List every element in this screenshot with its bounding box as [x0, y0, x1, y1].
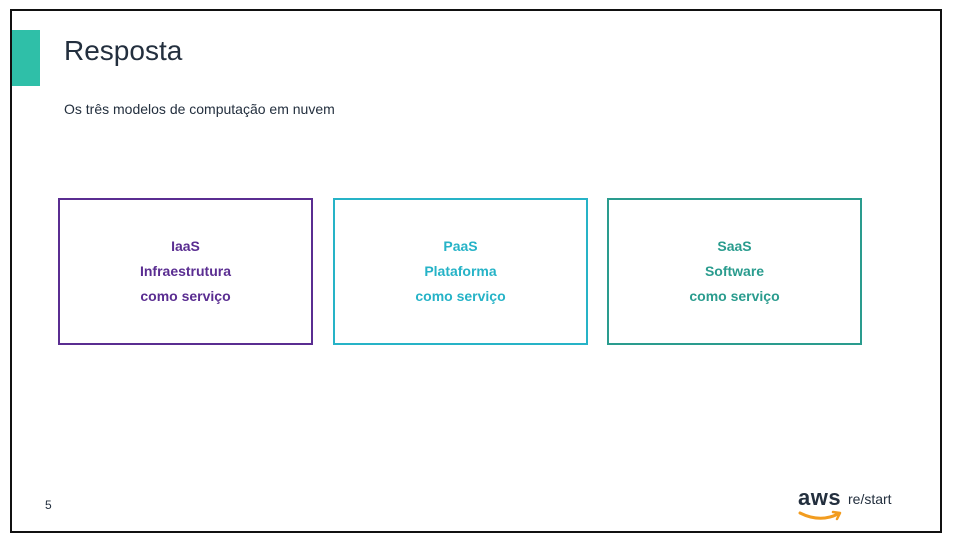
card-paas-name: Plataforma [424, 263, 497, 279]
card-iaas: IaaS Infraestrutura como serviço [58, 198, 313, 345]
card-iaas-suffix: como serviço [140, 288, 231, 304]
aws-restart-logo: aws re/start [798, 485, 908, 521]
card-saas: SaaS Software como serviço [607, 198, 862, 345]
card-saas-abbrev: SaaS [717, 238, 752, 254]
slide: Resposta Os três modelos de computação e… [10, 9, 942, 533]
card-saas-suffix: como serviço [689, 288, 780, 304]
slide-number: 5 [45, 498, 52, 512]
card-iaas-name: Infraestrutura [139, 263, 232, 279]
restart-logo-text: re/start [848, 491, 892, 507]
card-paas-suffix: como serviço [415, 288, 506, 304]
card-paas-abbrev: PaaS [443, 238, 478, 254]
slide-subtitle: Os três modelos de computação em nuvem [64, 101, 335, 117]
card-saas-name: Software [704, 263, 765, 279]
accent-bar [12, 30, 40, 86]
card-paas: PaaS Plataforma como serviço [333, 198, 588, 345]
aws-smile-icon [798, 510, 842, 521]
aws-logo-text: aws [798, 485, 842, 510]
slide-title: Resposta [64, 35, 183, 66]
card-iaas-abbrev: IaaS [171, 238, 200, 254]
